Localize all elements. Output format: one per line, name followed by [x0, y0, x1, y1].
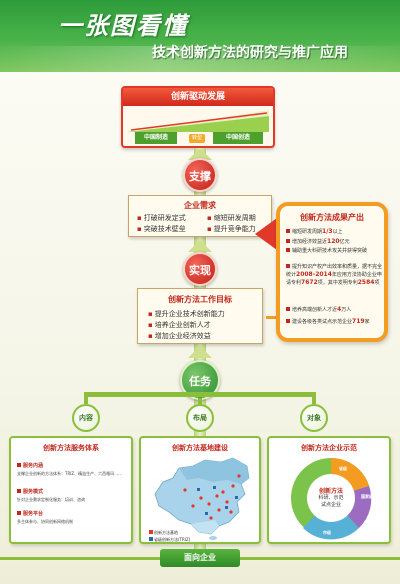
- demo-center-line: 创新方法: [318, 488, 343, 495]
- support-circle: 支撑: [183, 158, 217, 192]
- demo-center-line: 科研、示范: [318, 495, 344, 501]
- service-system-title: 创新方法服务体系: [43, 444, 99, 452]
- service-section-text: 支撑企业创新的方法体系：TRIZ、精益生产、六西格玛……: [17, 471, 123, 476]
- ring-label: 省级: [339, 466, 347, 471]
- map-legend-item: 省级创新方法(TRIZ): [149, 537, 190, 543]
- demo-center-line: 试点企业: [320, 502, 341, 508]
- results-title: 创新方法成果产出: [300, 213, 364, 222]
- innovation-drive-panel: 创新驱动发展 中国制造 转型 中国创造: [121, 86, 275, 148]
- map-legend-item: 创新方法基地: [149, 530, 178, 536]
- result-item: 提升知识产权产出效率和质量，据不完全统计2008-2014年应用方法协助企业申请…: [286, 264, 383, 286]
- enterprise-demand-title: 企业需求: [184, 201, 216, 210]
- service-section-heading: 服务内涵: [17, 462, 43, 469]
- goal-item: ▪提升企业技术创新能力: [148, 310, 225, 318]
- spine-arrow-up-icon: [188, 240, 212, 252]
- spine-arrow-up-icon: [188, 346, 212, 358]
- spine-arrow-up-icon: [188, 148, 212, 160]
- result-item: 辅助重大科研技术攻关并获得突破: [286, 248, 382, 255]
- enterprise-demand-card: 企业需求 ▪打破研发定式 ▪缩短研发周期 ▪突破技术壁垒 ▪提升竞争能力: [128, 195, 272, 237]
- page-title: 一张图看懂: [58, 11, 188, 40]
- china-map-graphic: [154, 457, 250, 540]
- made-in-china-tag: 中国制造: [135, 132, 177, 144]
- results-output-panel: 创新方法成果产出 缩短研发周期1/3以上 增加经济效益近120亿元 辅助重大科研…: [276, 202, 388, 342]
- header-banner: 一张图看懂 技术创新方法的研究与推广应用: [0, 0, 400, 72]
- demand-item: ▪打破研发定式: [137, 214, 186, 222]
- demo-ring-graphic: [291, 458, 372, 540]
- ring-label: 国家级: [361, 494, 373, 499]
- target-circle: 对象: [300, 404, 328, 432]
- demand-item: ▪突破技术壁垒: [137, 225, 186, 233]
- innovation-drive-banner: 创新驱动发展: [123, 88, 273, 106]
- service-section-text: 多主体参与、协同创新网络机制: [17, 519, 73, 524]
- branch-bar: [86, 392, 314, 397]
- results-connector: [266, 316, 278, 319]
- transformation-slope-graphic: [127, 110, 269, 132]
- result-item: 培养高端创新人才近4万人: [286, 306, 382, 314]
- demand-item: ▪提升竞争能力: [207, 225, 256, 233]
- for-enterprises-label: 面向企业: [160, 549, 240, 567]
- result-item: 缩短研发周期1/3以上: [286, 228, 382, 236]
- result-item: 建设各级各类试点示范企业719家: [286, 318, 382, 326]
- goal-item: ▪培养企业创新人才: [148, 321, 211, 329]
- service-system-card: 创新方法服务体系 服务内涵 支撑企业创新的方法体系：TRIZ、精益生产、六西格玛…: [9, 436, 133, 544]
- transform-tag: 转型: [189, 134, 205, 143]
- base-construction-card: 创新方法基地建设 创新方法基地 省级创新方法(TRIZ): [139, 436, 261, 544]
- base-construction-title: 创新方法基地建设: [172, 444, 228, 452]
- ring-label: 市级: [323, 530, 331, 535]
- demo-enterprise-card: 创新方法企业示范 创新方法 科研、示范 试点企业 省级 国家级 市级: [267, 436, 391, 544]
- page-subtitle: 技术创新方法的研究与推广应用: [152, 45, 348, 61]
- realize-circle: 实现: [183, 252, 217, 286]
- layout-circle: 布局: [186, 404, 214, 432]
- content-circle: 内容: [72, 404, 100, 432]
- branch-drop: [312, 392, 316, 404]
- branch-drop: [198, 398, 202, 404]
- work-goal-title: 创新方法工作目标: [168, 295, 232, 304]
- created-in-china-tag: 中国创造: [213, 132, 263, 144]
- service-section-heading: 服务模式: [17, 488, 43, 495]
- branch-drop: [84, 392, 88, 404]
- result-item: 增加经济效益近120亿元: [286, 238, 382, 246]
- goal-item: ▪增加企业经济效益: [148, 332, 211, 340]
- results-arrow-icon: [255, 218, 277, 250]
- demand-item: ▪缩短研发周期: [207, 214, 256, 222]
- demo-enterprise-title: 创新方法企业示范: [301, 444, 357, 452]
- work-goal-card: 创新方法工作目标 ▪提升企业技术创新能力 ▪培养企业创新人才 ▪增加企业经济效益: [137, 288, 263, 344]
- service-section-heading: 服务平台: [17, 510, 43, 517]
- service-section-text: 针对企业需求定制化服务：培训、咨询: [17, 497, 85, 502]
